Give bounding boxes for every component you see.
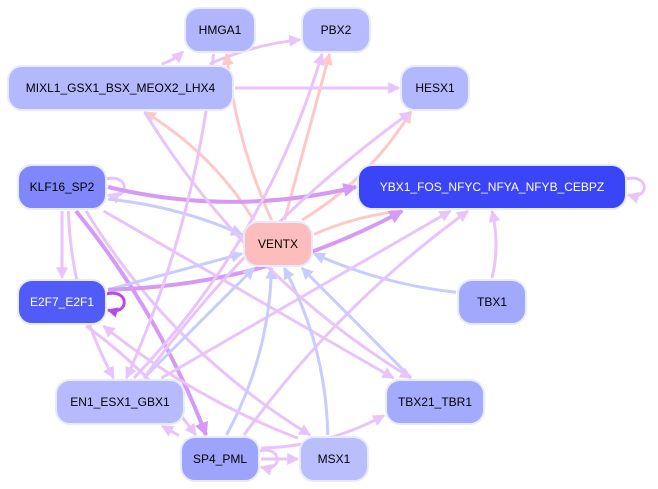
- node-label: SP4_PML: [193, 452, 247, 466]
- node-label: HMGA1: [199, 23, 242, 37]
- edge-e2f7-to-e2f7: [105, 291, 126, 318]
- node-box[interactable]: [299, 436, 369, 482]
- node-msx1[interactable]: MSX1: [299, 436, 369, 482]
- node-label: MIXL1_GSX1_BSX_MEOX2_LHX4: [26, 81, 216, 95]
- node-label: VENTX: [258, 237, 298, 251]
- edge-klf16-to-ybx1: [107, 183, 358, 204]
- node-hmga1[interactable]: HMGA1: [184, 7, 256, 53]
- edge-ventx-to-mixl1: [143, 110, 256, 221]
- edge-msx1-to-e2f7: [102, 324, 299, 440]
- node-label: KLF16_SP2: [30, 180, 95, 194]
- node-label: TBX1: [477, 295, 507, 309]
- edge-ybx1-to-ybx1: [625, 176, 646, 204]
- edge-klf16-to-klf16: [105, 176, 126, 204]
- edge-mixl1-to-hmga1: [161, 50, 185, 66]
- node-ventx[interactable]: VENTX: [243, 221, 313, 267]
- node-label: TBX21_TBR1: [398, 395, 472, 409]
- edge-en1-to-ybx1: [160, 209, 452, 380]
- node-hesx1[interactable]: HESX1: [400, 65, 470, 111]
- node-label: MSX1: [318, 452, 351, 466]
- edge-tbx21-to-ventx: [300, 266, 413, 380]
- edge-msx1-to-ventx: [282, 266, 330, 436]
- edge-sp4-to-en1: [161, 424, 180, 437]
- node-box[interactable]: [180, 436, 260, 482]
- node-ybx1[interactable]: YBX1_FOS_NFYC_NFYA_NFYB_CEBPZ: [357, 164, 627, 210]
- node-mixl1[interactable]: MIXL1_GSX1_BSX_MEOX2_LHX4: [7, 65, 234, 111]
- node-tbx1[interactable]: TBX1: [457, 279, 527, 325]
- node-klf16[interactable]: KLF16_SP2: [17, 164, 107, 210]
- node-label: E2F7_E2F1: [30, 295, 94, 309]
- node-pbx2[interactable]: PBX2: [301, 7, 371, 53]
- node-box[interactable]: [457, 279, 527, 325]
- node-label: EN1_ESX1_GBX1: [70, 395, 170, 409]
- node-box[interactable]: [17, 279, 107, 325]
- node-label: YBX1_FOS_NFYC_NFYA_NFYB_CEBPZ: [380, 180, 605, 194]
- node-box[interactable]: [400, 65, 470, 111]
- edge-tbx1-to-ventx: [312, 252, 457, 294]
- node-label: HESX1: [415, 81, 455, 95]
- node-en1[interactable]: EN1_ESX1_GBX1: [55, 379, 185, 425]
- edge-sp4-to-ventx: [225, 266, 278, 436]
- edge-klf16-to-ventx: [107, 197, 244, 236]
- edge-e2f7-to-ybx1: [107, 209, 404, 292]
- node-box[interactable]: [301, 7, 371, 53]
- node-box[interactable]: [55, 379, 185, 425]
- node-box[interactable]: [243, 221, 313, 267]
- node-box[interactable]: [184, 7, 256, 53]
- node-label: PBX2: [321, 23, 352, 37]
- node-sp4[interactable]: SP4_PML: [180, 436, 260, 482]
- edge-mixl1-to-pbx2: [209, 34, 302, 66]
- node-box[interactable]: [357, 164, 627, 210]
- node-tbx21[interactable]: TBX21_TBR1: [385, 379, 485, 425]
- edge-klf16-to-tbx21: [102, 209, 395, 380]
- node-box[interactable]: [385, 379, 485, 425]
- node-e2f7[interactable]: E2F7_E2F1: [17, 279, 107, 325]
- node-box[interactable]: [17, 164, 107, 210]
- node-box[interactable]: [7, 65, 234, 111]
- edge-tbx1-to-ybx1: [488, 209, 501, 279]
